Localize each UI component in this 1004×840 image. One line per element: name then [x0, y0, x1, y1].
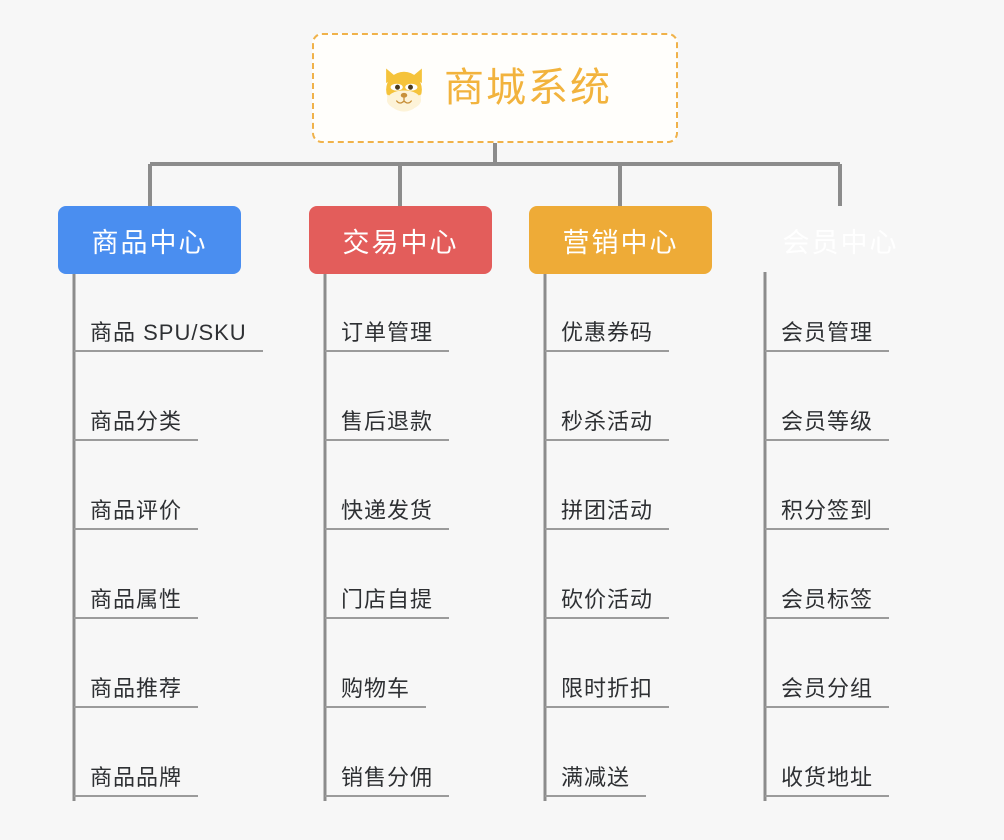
leaf-item[interactable]: 订单管理 — [325, 322, 450, 352]
leaf-item[interactable]: 商品评价 — [74, 500, 199, 530]
leaf-item[interactable]: 商品品牌 — [74, 767, 199, 797]
category-box-member[interactable]: 会员中心 — [749, 206, 932, 274]
leaf-item[interactable]: 会员分组 — [765, 678, 890, 708]
leaf-item[interactable]: 拼团活动 — [545, 500, 670, 530]
leaf-item[interactable]: 商品分类 — [74, 411, 199, 441]
leaf-item[interactable]: 销售分佣 — [325, 767, 450, 797]
category-label: 会员中心 — [782, 227, 899, 258]
leaf-item[interactable]: 商品 SPU/SKU — [74, 322, 263, 352]
leaf-item[interactable]: 会员标签 — [765, 589, 890, 619]
leaf-item[interactable]: 商品属性 — [74, 589, 199, 619]
leaf-item[interactable]: 商品推荐 — [74, 678, 199, 708]
leaf-item[interactable]: 购物车 — [325, 678, 427, 708]
category-label: 交易中心 — [342, 227, 459, 258]
root-title: 商城系统 — [444, 66, 612, 110]
leaf-item[interactable]: 积分签到 — [765, 500, 890, 530]
category-box-marketing[interactable]: 营销中心 — [529, 206, 712, 274]
category-label: 营销中心 — [562, 227, 679, 258]
shiba-dog-emoji — [386, 68, 422, 112]
leaf-item[interactable]: 收货地址 — [765, 767, 890, 797]
category-box-product[interactable]: 商品中心 — [58, 206, 241, 274]
leaf-item[interactable]: 门店自提 — [325, 589, 450, 619]
root-node[interactable]: 商城系统 — [312, 33, 678, 143]
leaf-item[interactable]: 限时折扣 — [545, 678, 670, 708]
leaf-item[interactable]: 会员等级 — [765, 411, 890, 441]
leaf-item[interactable]: 满减送 — [545, 767, 647, 797]
leaf-item[interactable]: 售后退款 — [325, 411, 450, 441]
category-label: 商品中心 — [91, 227, 208, 258]
leaf-item[interactable]: 砍价活动 — [545, 589, 670, 619]
leaf-item[interactable]: 秒杀活动 — [545, 411, 670, 441]
leaf-item[interactable]: 快递发货 — [325, 500, 450, 530]
leaf-item[interactable]: 会员管理 — [765, 322, 890, 352]
category-box-trade[interactable]: 交易中心 — [309, 206, 492, 274]
leaf-item[interactable]: 优惠券码 — [545, 322, 670, 352]
